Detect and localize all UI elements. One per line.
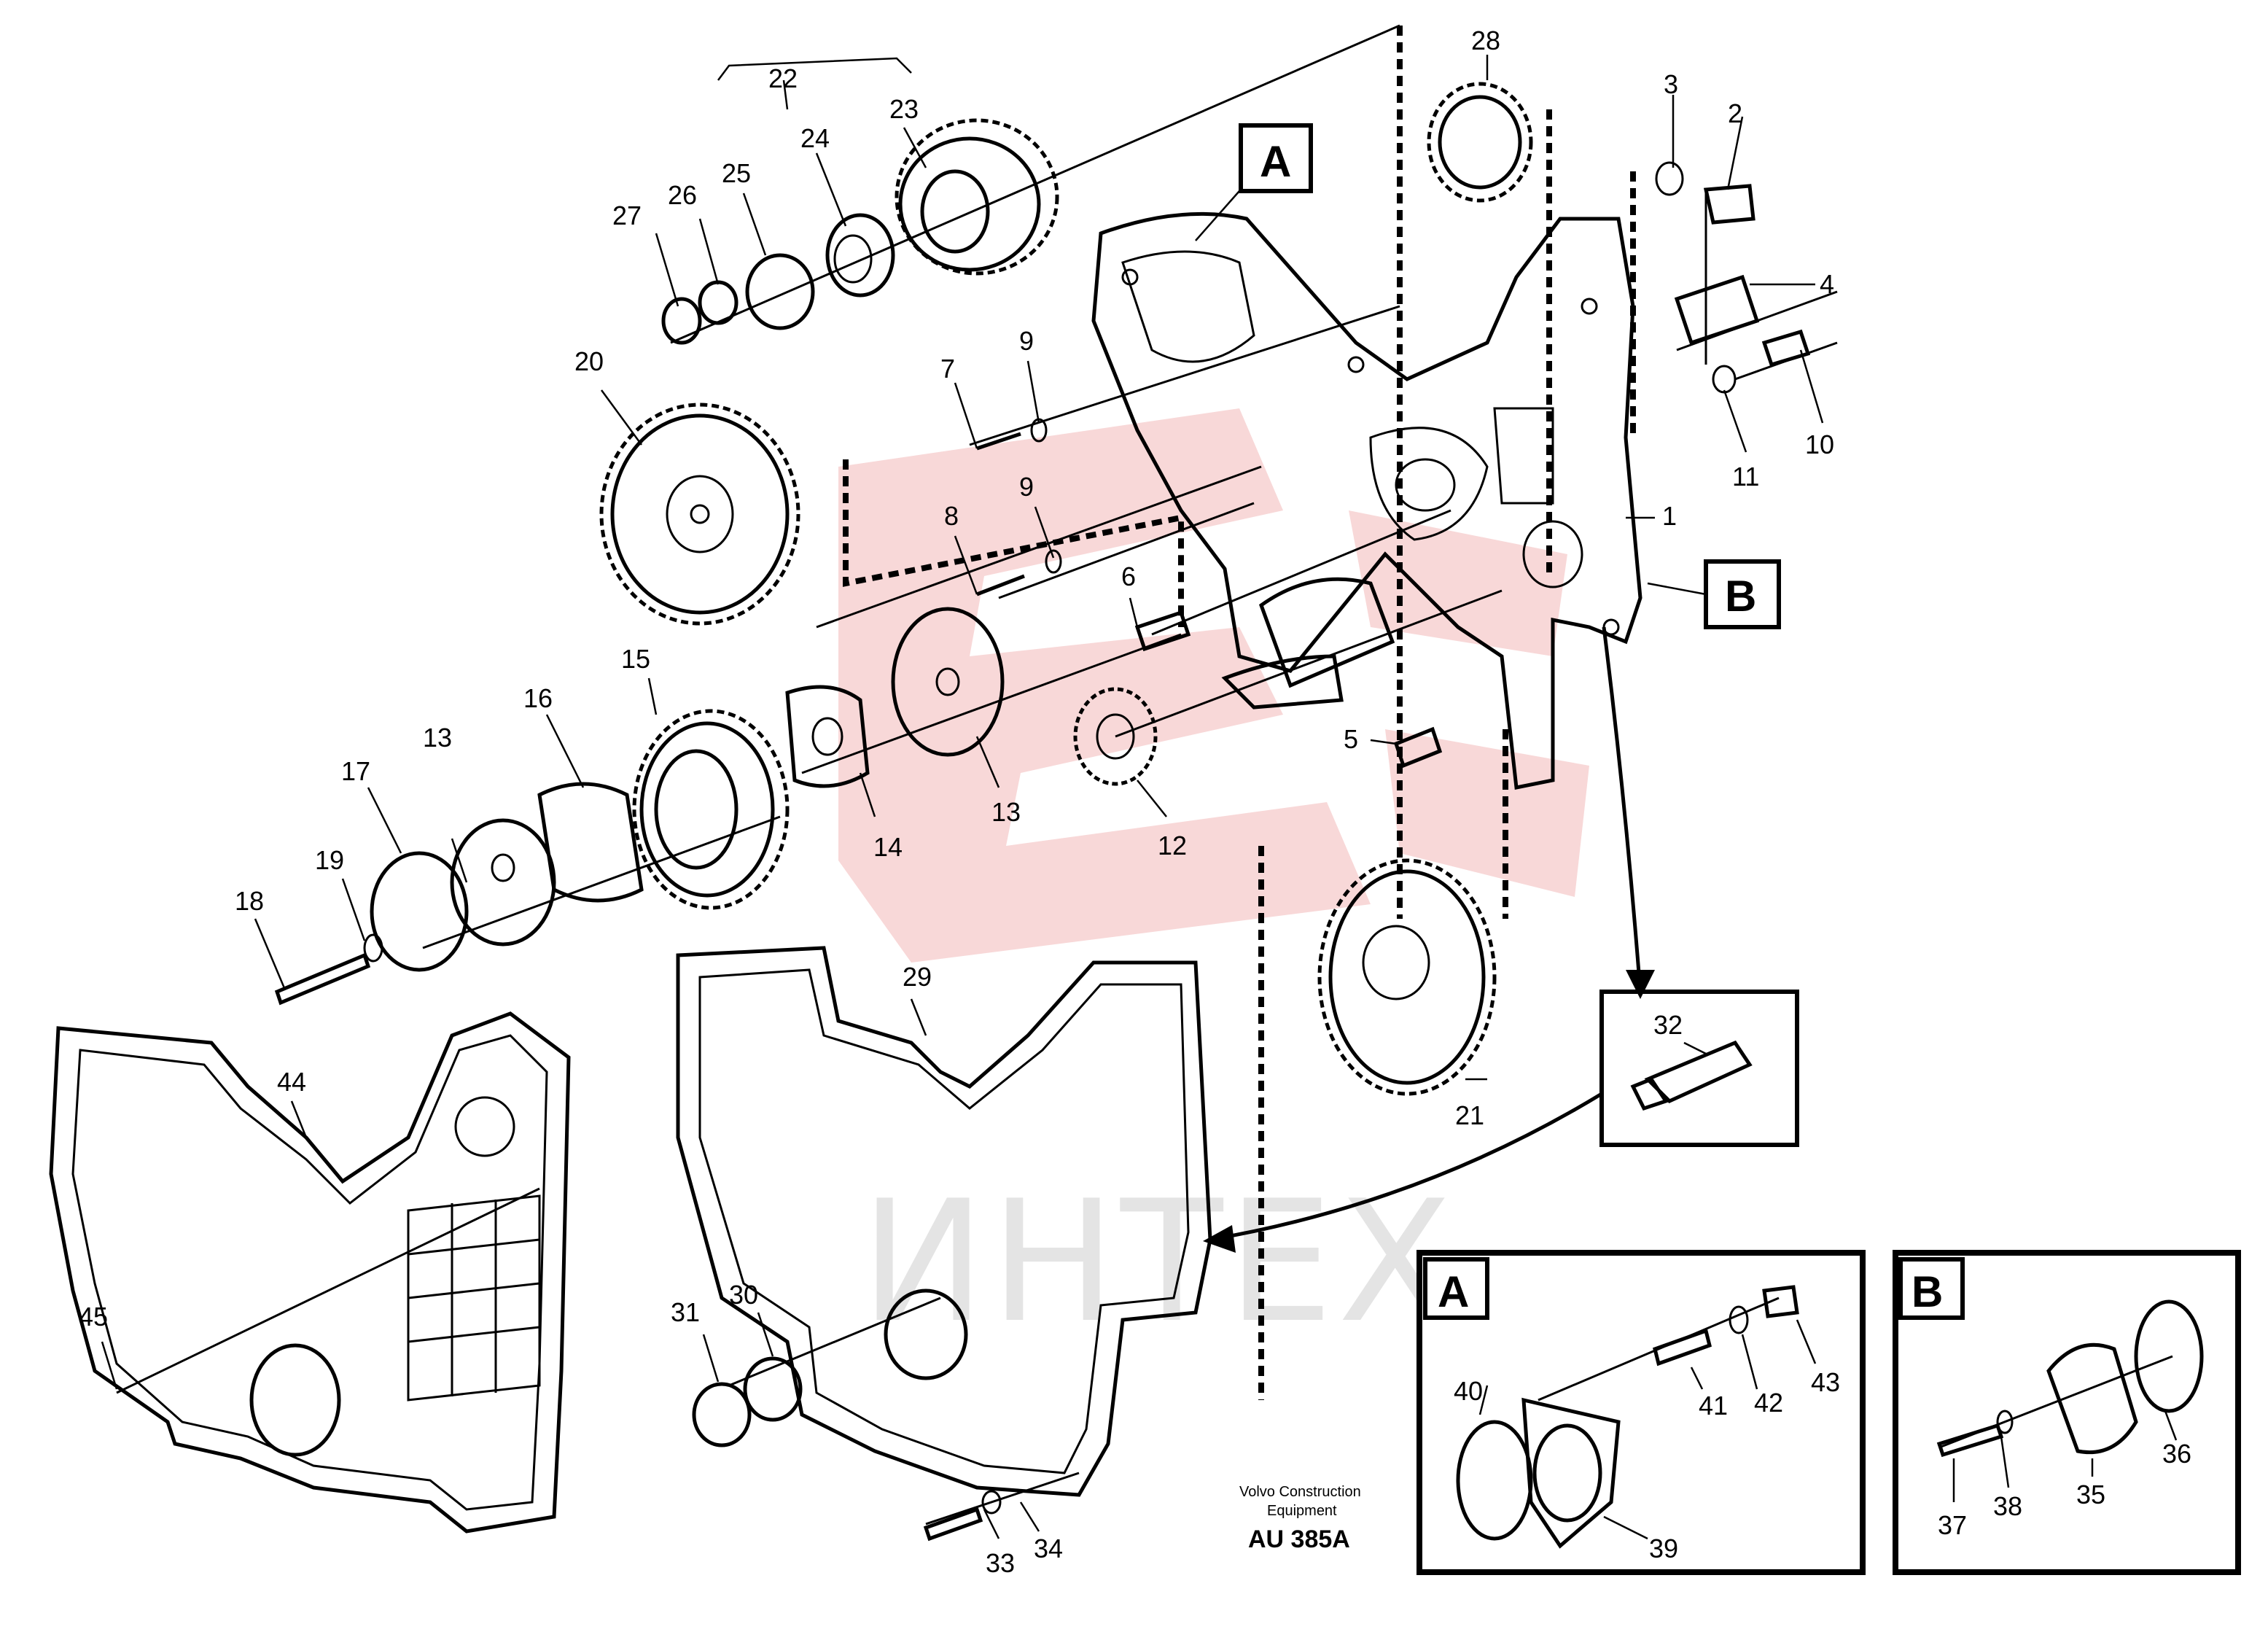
gear-15-stack	[370, 685, 870, 972]
callout-1: 1	[1662, 501, 1677, 531]
callout-24: 24	[800, 123, 830, 153]
callout-36: 36	[2162, 1439, 2191, 1469]
drawing-code: AU 385A	[1248, 1525, 1350, 1553]
timing-cover-44	[49, 1011, 571, 1534]
detail-panel-a: A	[1416, 1250, 1866, 1575]
bearing-set	[661, 213, 895, 345]
callout-leaders	[101, 55, 2178, 1540]
gear-23	[895, 118, 1059, 276]
watermark-logo	[838, 408, 1589, 963]
detail-a-letter: A	[1438, 1267, 1469, 1316]
callout-10: 10	[1805, 430, 1834, 459]
callout-9-lower: 9	[1019, 472, 1034, 502]
callout-42: 42	[1754, 1388, 1783, 1418]
gear-20	[599, 403, 800, 626]
bolt-18	[274, 933, 383, 1006]
callout-41: 41	[1699, 1391, 1728, 1420]
detail-panel-b: B	[1893, 1250, 2241, 1575]
sealant-box	[1203, 626, 1799, 1253]
callout-18: 18	[235, 886, 264, 916]
credit-block: Volvo Construction Equipment AU 385A	[1239, 1484, 1361, 1553]
callout-3: 3	[1664, 69, 1678, 99]
callout-b-letter: B	[1725, 572, 1756, 621]
gear-21	[1317, 858, 1497, 1096]
callout-40: 40	[1454, 1376, 1483, 1406]
callout-20: 20	[574, 346, 604, 376]
callout-25: 25	[722, 158, 751, 188]
callout-44: 44	[277, 1067, 306, 1097]
callout-16: 16	[523, 683, 553, 713]
seals-30-31	[692, 1289, 1002, 1542]
callout-45: 45	[79, 1302, 108, 1332]
callout-13-left: 13	[423, 723, 452, 753]
callout-a-letter: A	[1260, 137, 1291, 186]
callout-12: 12	[1158, 831, 1187, 860]
thrust-plate-13	[891, 607, 1005, 757]
timing-gear-housing	[1091, 211, 1642, 790]
callout-23: 23	[889, 94, 919, 124]
watermark: ИНТЕХ	[838, 408, 1589, 1360]
callout-11: 11	[1732, 462, 1759, 491]
watermark-text: ИНТЕХ	[860, 1165, 1457, 1360]
callout-30: 30	[729, 1280, 758, 1310]
callout-33: 33	[986, 1548, 1015, 1578]
callout-31: 31	[671, 1297, 700, 1327]
callout-35: 35	[2076, 1480, 2105, 1509]
callout-15: 15	[621, 644, 650, 674]
callout-22: 22	[768, 63, 798, 93]
callout-5: 5	[1344, 724, 1358, 754]
gear-28	[1427, 82, 1533, 203]
fasteners	[976, 161, 1811, 769]
gear-12	[1073, 687, 1158, 786]
callout-box-b: B	[1647, 559, 1781, 629]
callout-38: 38	[1993, 1491, 2022, 1521]
callout-34: 34	[1034, 1534, 1063, 1563]
callout-39: 39	[1649, 1534, 1678, 1563]
callout-37: 37	[1938, 1510, 1967, 1540]
callout-17: 17	[341, 756, 370, 786]
callout-21: 21	[1455, 1100, 1484, 1130]
callout-43: 43	[1811, 1367, 1840, 1397]
callout-13-right: 13	[991, 797, 1021, 827]
callout-2: 2	[1728, 98, 1742, 128]
callout-labels: 1 2 3 4 5 6 7 8 9 9 10 11 12 13 13 14 15…	[79, 26, 2191, 1578]
credit-line-1: Volvo Construction	[1239, 1484, 1361, 1500]
assembly-lines	[843, 26, 1636, 1400]
callout-19: 19	[315, 845, 344, 875]
detail-b-letter: B	[1912, 1267, 1943, 1316]
callout-26: 26	[668, 180, 697, 210]
callout-4: 4	[1820, 269, 1834, 299]
callout-27: 27	[612, 201, 642, 230]
callout-29: 29	[903, 962, 932, 992]
callout-box-a: A	[1195, 123, 1313, 241]
callout-7: 7	[940, 354, 955, 384]
credit-line-2: Equipment	[1267, 1503, 1337, 1519]
callout-32: 32	[1653, 1010, 1683, 1040]
callout-28: 28	[1471, 26, 1500, 55]
callout-6: 6	[1121, 561, 1136, 591]
callout-8: 8	[944, 501, 959, 531]
callout-9-upper: 9	[1019, 326, 1034, 356]
callout-14: 14	[873, 832, 903, 862]
